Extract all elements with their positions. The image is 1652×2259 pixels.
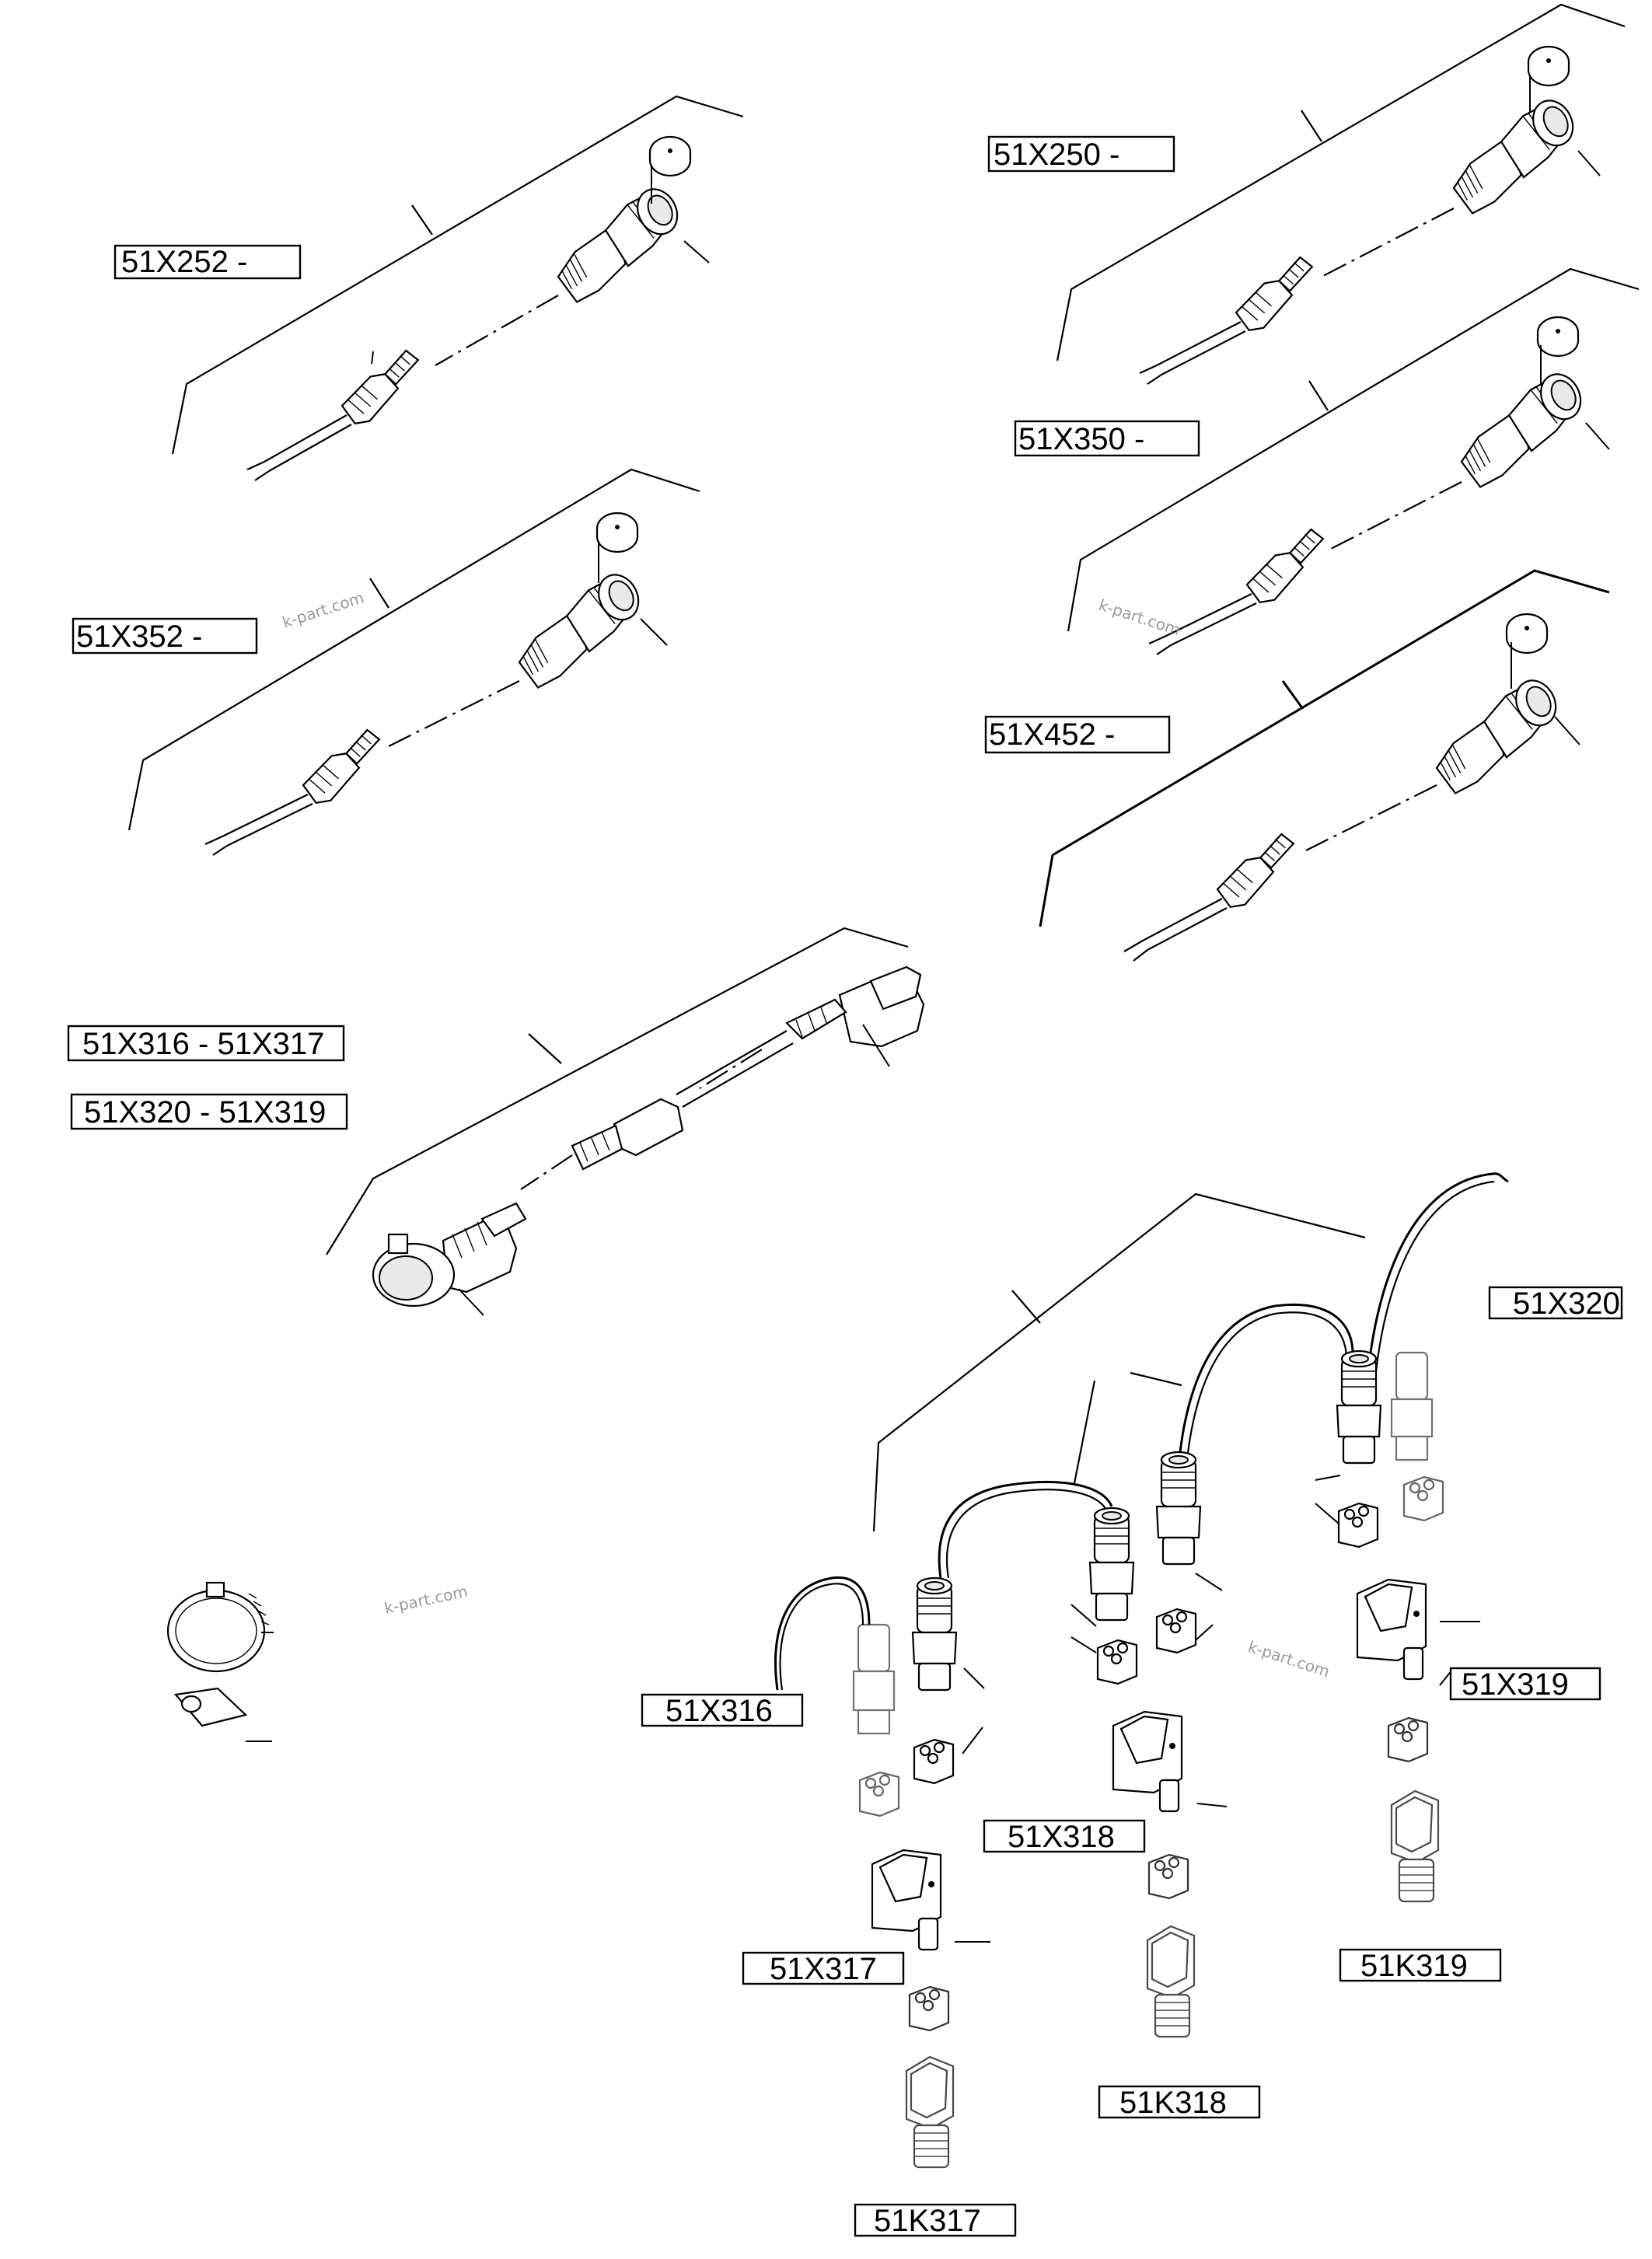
label-51x252: 51X252 - xyxy=(121,245,247,279)
label-box-51x317 xyxy=(742,1951,905,1985)
triangular-housing xyxy=(1112,1710,1183,1813)
sensor-body xyxy=(1207,830,1309,914)
cap-disc xyxy=(648,135,692,177)
terminal-small xyxy=(1147,1853,1189,1900)
cap-disc xyxy=(1505,613,1549,655)
label-box-51k319 xyxy=(1339,1948,1502,1982)
label-51k317: 51K317 xyxy=(874,2204,981,2238)
sensor-faded xyxy=(1390,1351,1434,1461)
sensor-body xyxy=(293,726,395,810)
sensor-receptacle xyxy=(905,2055,955,2169)
label-51x319: 51X319 xyxy=(1462,1667,1569,1702)
triangular-housing xyxy=(871,1849,942,1951)
label-box-51x319 xyxy=(1449,1667,1601,1701)
label-51k318: 51K318 xyxy=(1119,2086,1227,2120)
label-51x452: 51X452 - xyxy=(989,718,1115,752)
terminal-block xyxy=(1402,1475,1444,1522)
pin-connector xyxy=(911,1576,958,1692)
label-box-51x320-51x319 xyxy=(70,1093,348,1130)
sensor-body xyxy=(332,347,434,431)
watermark: k-part.com xyxy=(382,1582,470,1618)
terminal-block xyxy=(913,1738,955,1785)
label-51x317: 51X317 xyxy=(770,1952,877,1986)
group-51x350 xyxy=(1067,267,1640,655)
label-box-51x318 xyxy=(983,1819,1146,1853)
label-box-51x350 xyxy=(1014,420,1200,457)
triangular-housing xyxy=(1356,1578,1427,1681)
sensor-body xyxy=(1237,525,1339,609)
label-51x250: 51X250 - xyxy=(994,138,1119,172)
sensor-receptacle xyxy=(1390,1789,1440,1903)
connector-plug xyxy=(1444,366,1598,491)
label-box-51k317 xyxy=(854,2203,1017,2237)
label-51k319: 51K319 xyxy=(1360,1949,1468,1983)
sensor-faded xyxy=(852,1623,896,1735)
label-box-51x452 xyxy=(984,715,1171,754)
connector-plug xyxy=(541,181,695,306)
terminal-small xyxy=(1387,1716,1429,1763)
terminal-block xyxy=(1096,1639,1138,1685)
terminal-block xyxy=(1155,1608,1197,1654)
label-51x320-51x319: 51X320 - 51X319 xyxy=(84,1095,326,1130)
label-box-51x316 xyxy=(641,1693,804,1727)
group-harness-bottom xyxy=(774,1172,1509,2169)
cap-disc xyxy=(595,512,639,553)
label-51x316-51x317: 51X316 - 51X317 xyxy=(82,1027,324,1061)
terminal-block xyxy=(858,1771,900,1817)
pin-connector xyxy=(1088,1507,1135,1622)
group-51x250 xyxy=(1056,3,1626,385)
label-box-51x252 xyxy=(114,244,302,280)
cap-disc xyxy=(1527,45,1570,87)
id-tag xyxy=(173,1687,272,1742)
cable-connector-top xyxy=(785,965,925,1048)
watermark: k-part.com xyxy=(1245,1637,1332,1681)
connector-plug xyxy=(502,567,656,691)
sensor-body xyxy=(1226,253,1328,337)
label-51x350: 51X350 - xyxy=(1018,422,1144,456)
label-51x316: 51X316 xyxy=(665,1694,773,1728)
terminal-small xyxy=(908,1985,950,2032)
label-51x318: 51X318 xyxy=(1008,1820,1115,1854)
label-51x320: 51X320 xyxy=(1513,1287,1620,1321)
label-box-51x250 xyxy=(987,135,1175,173)
label-box-51x320 xyxy=(1488,1286,1623,1320)
connector-plug xyxy=(1437,93,1591,217)
label-51x352: 51X352 - xyxy=(76,620,202,654)
round-receptacle xyxy=(372,1202,527,1308)
label-box-51x316-51x317 xyxy=(67,1025,345,1062)
terminal-block xyxy=(1337,1502,1379,1548)
label-box-51k318 xyxy=(1098,2085,1261,2119)
pin-connector xyxy=(1336,1349,1382,1465)
connector-plug xyxy=(1420,672,1573,797)
cable-tie xyxy=(166,1581,274,1673)
cap-disc xyxy=(1536,316,1580,358)
watermark: k-part.com xyxy=(280,588,366,631)
pin-connector xyxy=(1155,1451,1202,1566)
cable-connector-mid xyxy=(571,1098,684,1171)
group-51x452 xyxy=(1039,569,1610,962)
group-51x252 xyxy=(171,95,744,481)
label-box-51x352 xyxy=(72,617,258,655)
group-51x316-51x317 xyxy=(326,927,925,1316)
watermark: k-part.com xyxy=(1096,595,1182,639)
group-51x352 xyxy=(127,468,700,856)
sensor-receptacle xyxy=(1146,1925,1196,2038)
